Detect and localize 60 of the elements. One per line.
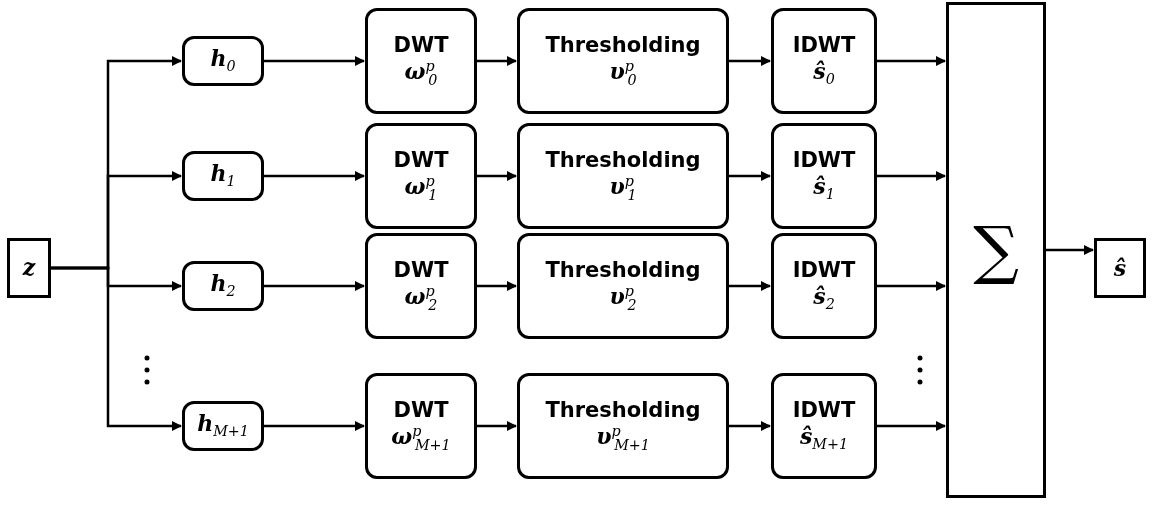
block-label: DWT: [393, 33, 449, 57]
math-symbol: h$_{1}$: [210, 161, 236, 191]
arrow: [264, 281, 365, 291]
process-box: [771, 123, 877, 229]
math-symbol: ŝ$_{M+1}$: [799, 424, 849, 454]
process-box: [182, 261, 264, 311]
arrow: [477, 421, 517, 431]
process-box: [771, 8, 877, 114]
process-box: [517, 8, 729, 114]
process-box: [365, 8, 477, 114]
block-label: Thresholding: [545, 33, 701, 57]
math-symbol: ŝ: [1113, 255, 1127, 281]
block-label: IDWT: [792, 398, 856, 422]
arrow: [729, 171, 771, 181]
arrow: [877, 56, 946, 66]
block-label: DWT: [393, 148, 449, 172]
math-symbol: z: [22, 255, 36, 281]
arrow: [477, 171, 517, 181]
math-symbol: h$_{2}$: [210, 271, 236, 301]
block-label: Thresholding: [545, 398, 701, 422]
summation-symbol: ∑: [973, 214, 1019, 286]
process-box: [182, 401, 264, 451]
process-box: [517, 123, 729, 229]
block-label: Thresholding: [545, 258, 701, 282]
process-box: [182, 151, 264, 201]
math-symbol: h$_{M+1}$: [197, 411, 249, 441]
block-label: IDWT: [792, 33, 856, 57]
arrow: [729, 56, 771, 66]
arrow: [877, 421, 946, 431]
arrow: [477, 281, 517, 291]
arrow: [477, 56, 517, 66]
process-box: [1094, 238, 1146, 298]
arrow: [729, 421, 771, 431]
math-symbol: h$_{0}$: [210, 46, 236, 76]
arrow: [264, 56, 365, 66]
process-box: [771, 373, 877, 479]
process-box: [365, 233, 477, 339]
process-box: [182, 36, 264, 86]
arrow: [264, 421, 365, 431]
arrow: [1046, 245, 1094, 255]
process-box: [517, 233, 729, 339]
block-label: IDWT: [792, 258, 856, 282]
math-symbol: ŝ$_{2}$: [813, 284, 835, 314]
math-symbol: ŝ$_{0}$: [813, 59, 835, 89]
arrow: [729, 281, 771, 291]
block-label: IDWT: [792, 148, 856, 172]
process-box: [365, 373, 477, 479]
math-symbol: ŝ$_{1}$: [813, 174, 835, 204]
block-label: DWT: [393, 258, 449, 282]
arrow: [877, 281, 946, 291]
arrow: [877, 171, 946, 181]
arrow: [264, 171, 365, 181]
process-box: [365, 123, 477, 229]
process-box: [771, 233, 877, 339]
process-box: [946, 2, 1046, 498]
arrow: [51, 266, 182, 431]
process-box: [7, 238, 51, 298]
block-label: Thresholding: [545, 148, 701, 172]
process-box: [517, 373, 729, 479]
block-label: DWT: [393, 398, 449, 422]
